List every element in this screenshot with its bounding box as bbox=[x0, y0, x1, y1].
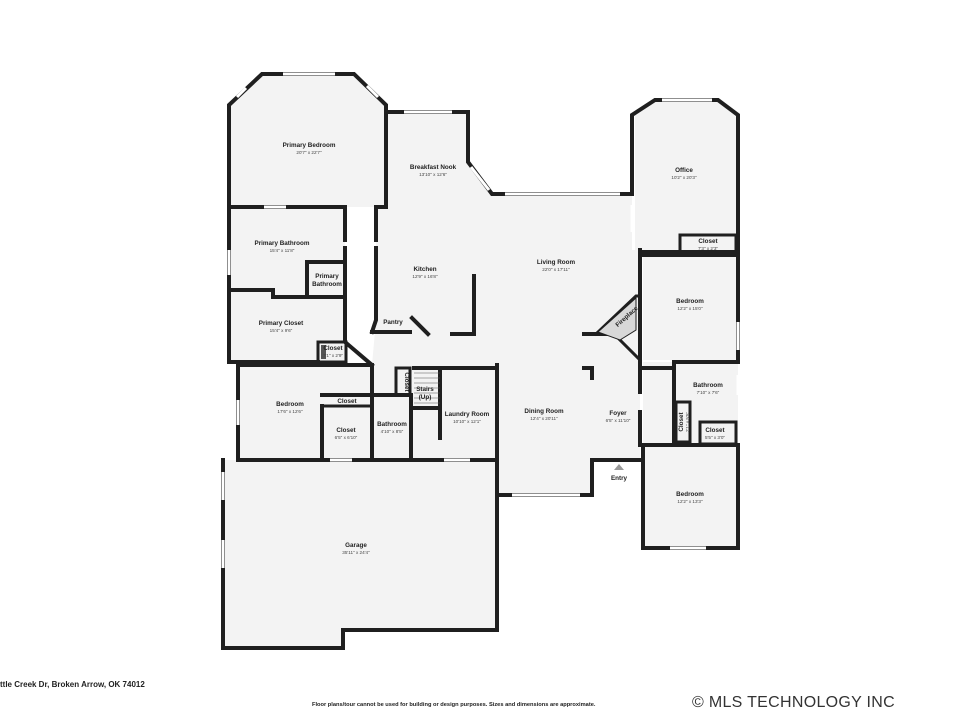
room-dim: 22'0" x 17'11" bbox=[542, 267, 570, 272]
room-name: Bathroom bbox=[377, 421, 407, 428]
fireplace-hatch bbox=[597, 296, 637, 341]
room-name: Primary Bathroom bbox=[255, 240, 310, 247]
room-name: Foyer bbox=[609, 410, 627, 417]
room-name: Laundry Room bbox=[445, 411, 490, 418]
room-dim: 12'2" x 15'0" bbox=[677, 306, 703, 311]
room-dim: 17'6" x 12'6" bbox=[277, 409, 303, 414]
floor-fill bbox=[223, 74, 738, 648]
room-name: Pantry bbox=[383, 319, 403, 326]
room-name: Closet bbox=[705, 427, 725, 434]
windows bbox=[221, 72, 740, 568]
room-dim: 35'11" x 24'4" bbox=[342, 550, 370, 555]
room-dim: 20'7" x 22'7" bbox=[296, 150, 322, 155]
room-dim: 15'4" x 11'8" bbox=[270, 248, 295, 253]
copyright-watermark: © MLS TECHNOLOGY INC bbox=[692, 694, 896, 711]
room-dim: 7'3" x 2'3" bbox=[698, 246, 718, 251]
room-dim: 2'1" x 5'5" bbox=[685, 412, 690, 432]
closet-hatch bbox=[321, 345, 326, 359]
room-name: Primary Closet bbox=[259, 320, 304, 327]
room-name: Breakfast Nook bbox=[410, 164, 457, 171]
room-dim: 12'2" x 13'3" bbox=[677, 499, 703, 504]
room-name: Bedroom bbox=[676, 298, 704, 305]
room-name: Closet bbox=[323, 345, 343, 352]
room-name: Entry bbox=[611, 475, 628, 482]
room-name: Closet bbox=[698, 238, 718, 245]
room-name: Bedroom bbox=[276, 401, 304, 408]
room-name: Bathroom bbox=[312, 281, 342, 288]
room-dim: 7'1" x 2'9" bbox=[323, 353, 343, 358]
room-dim: 10'10" x 12'1" bbox=[453, 419, 481, 424]
room-dim: 4'10" x 8'5" bbox=[381, 429, 404, 434]
room-dim: 12'9" x 16'8" bbox=[412, 274, 438, 279]
room-name: Living Room bbox=[537, 259, 576, 266]
room-name: Closet bbox=[336, 427, 356, 434]
room-dim: 7'10" x 7'6" bbox=[697, 390, 720, 395]
room-dim: 5'5" x 3'0" bbox=[705, 435, 725, 440]
room-name: Closet bbox=[337, 398, 357, 405]
room-name: Primary Bedroom bbox=[283, 142, 336, 149]
room-name: Garage bbox=[345, 542, 367, 549]
room-dim: 6'5" x 6'10" bbox=[335, 435, 358, 440]
entry-arrow-icon bbox=[614, 464, 624, 470]
address-label: ttle Creek Dr, Broken Arrow, OK 74012 bbox=[0, 680, 145, 689]
room-name: Stairs bbox=[416, 386, 434, 393]
room-dim: 13'10" x 12'6" bbox=[419, 172, 447, 177]
room-name: Primary bbox=[315, 273, 339, 280]
room-dim: 6'5" x 11'10" bbox=[606, 418, 631, 423]
room-dim: 15'4" x 9'6" bbox=[270, 328, 293, 333]
room-name: Kitchen bbox=[413, 266, 436, 273]
room-dim: 10'2" x 20'3" bbox=[671, 175, 697, 180]
disclaimer-text: Floor plans/tour cannot be used for buil… bbox=[312, 702, 596, 708]
room-name: Bedroom bbox=[676, 491, 704, 498]
room-name: Closet bbox=[403, 372, 410, 392]
room-dim: 12'4" x 20'11" bbox=[530, 416, 558, 421]
room-name: Office bbox=[675, 167, 693, 174]
room-name: Dining Room bbox=[524, 408, 564, 415]
room-name: Bathroom bbox=[693, 382, 723, 389]
room-name: (Up) bbox=[419, 394, 432, 401]
room-name: Closet bbox=[678, 411, 685, 431]
stairs-treads bbox=[414, 372, 440, 404]
